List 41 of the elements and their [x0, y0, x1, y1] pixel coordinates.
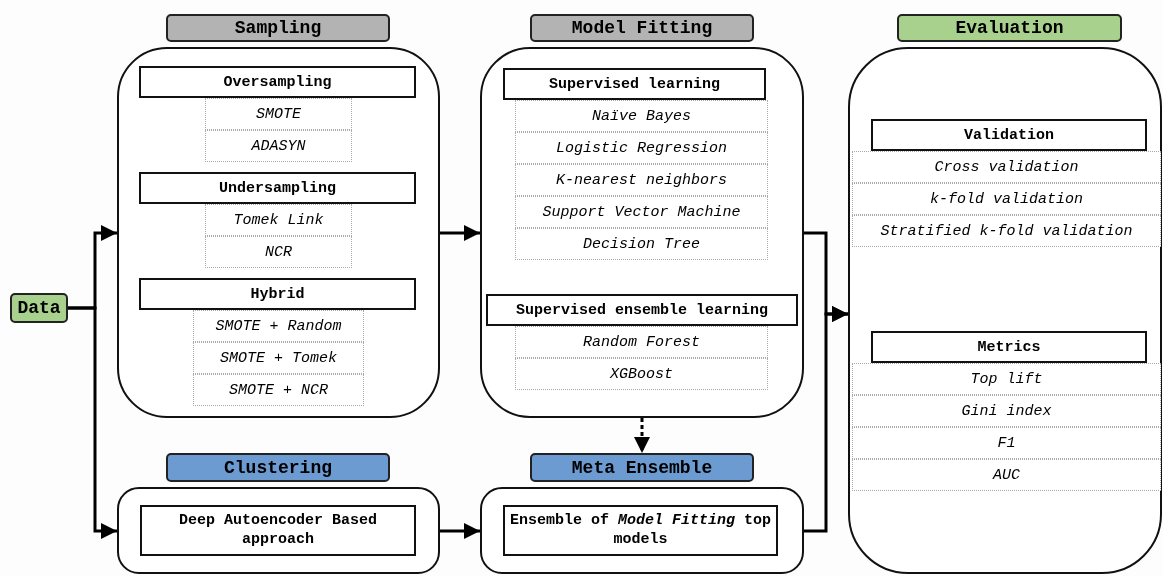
method-cell: k-fold validation — [852, 183, 1161, 215]
arrow — [440, 225, 480, 241]
arrow — [68, 306, 117, 539]
process-box: Ensemble of Model Fitting top models — [503, 505, 778, 556]
method-cell: Stratified k-fold validation — [852, 215, 1161, 247]
data-box: Data — [10, 293, 68, 323]
method-cell: AUC — [852, 459, 1161, 491]
category-header-box: Hybrid — [139, 278, 416, 310]
section-heading-tab: Meta Ensemble — [530, 453, 754, 482]
method-cell: Gini index — [852, 395, 1161, 427]
method-cell: Top lift — [852, 363, 1161, 395]
method-cell: F1 — [852, 427, 1161, 459]
method-cell: Random Forest — [515, 326, 768, 358]
category-header-box: Supervised ensemble learning — [486, 294, 798, 326]
method-cell: Support Vector Machine — [515, 196, 768, 228]
arrow — [634, 418, 650, 453]
category-header-box: Supervised learning — [503, 68, 766, 100]
method-cell: Naïve Bayes — [515, 100, 768, 132]
method-cell: Cross validation — [852, 151, 1161, 183]
method-cell: Logistic Regression — [515, 132, 768, 164]
method-cell: SMOTE + Random — [193, 310, 364, 342]
section-heading-tab: Clustering — [166, 453, 390, 482]
section-heading-tab: Evaluation — [897, 14, 1122, 42]
category-header-box: Oversampling — [139, 66, 416, 98]
method-cell: SMOTE — [205, 98, 352, 130]
section-heading-tab: Sampling — [166, 14, 390, 42]
category-header-box: Metrics — [871, 331, 1147, 363]
arrow — [440, 523, 480, 539]
process-box: Deep Autoencoder Based approach — [140, 505, 416, 556]
method-cell: K-nearest neighbors — [515, 164, 768, 196]
section-heading-tab: Model Fitting — [530, 14, 754, 42]
method-cell: ADASYN — [205, 130, 352, 162]
method-cell: XGBoost — [515, 358, 768, 390]
method-cell: NCR — [205, 236, 352, 268]
arrow — [804, 306, 848, 533]
method-cell: SMOTE + NCR — [193, 374, 364, 406]
method-cell: Decision Tree — [515, 228, 768, 260]
category-header-box: Undersampling — [139, 172, 416, 204]
category-header-box: Validation — [871, 119, 1147, 151]
method-cell: SMOTE + Tomek — [193, 342, 364, 374]
method-cell: Tomek Link — [205, 204, 352, 236]
